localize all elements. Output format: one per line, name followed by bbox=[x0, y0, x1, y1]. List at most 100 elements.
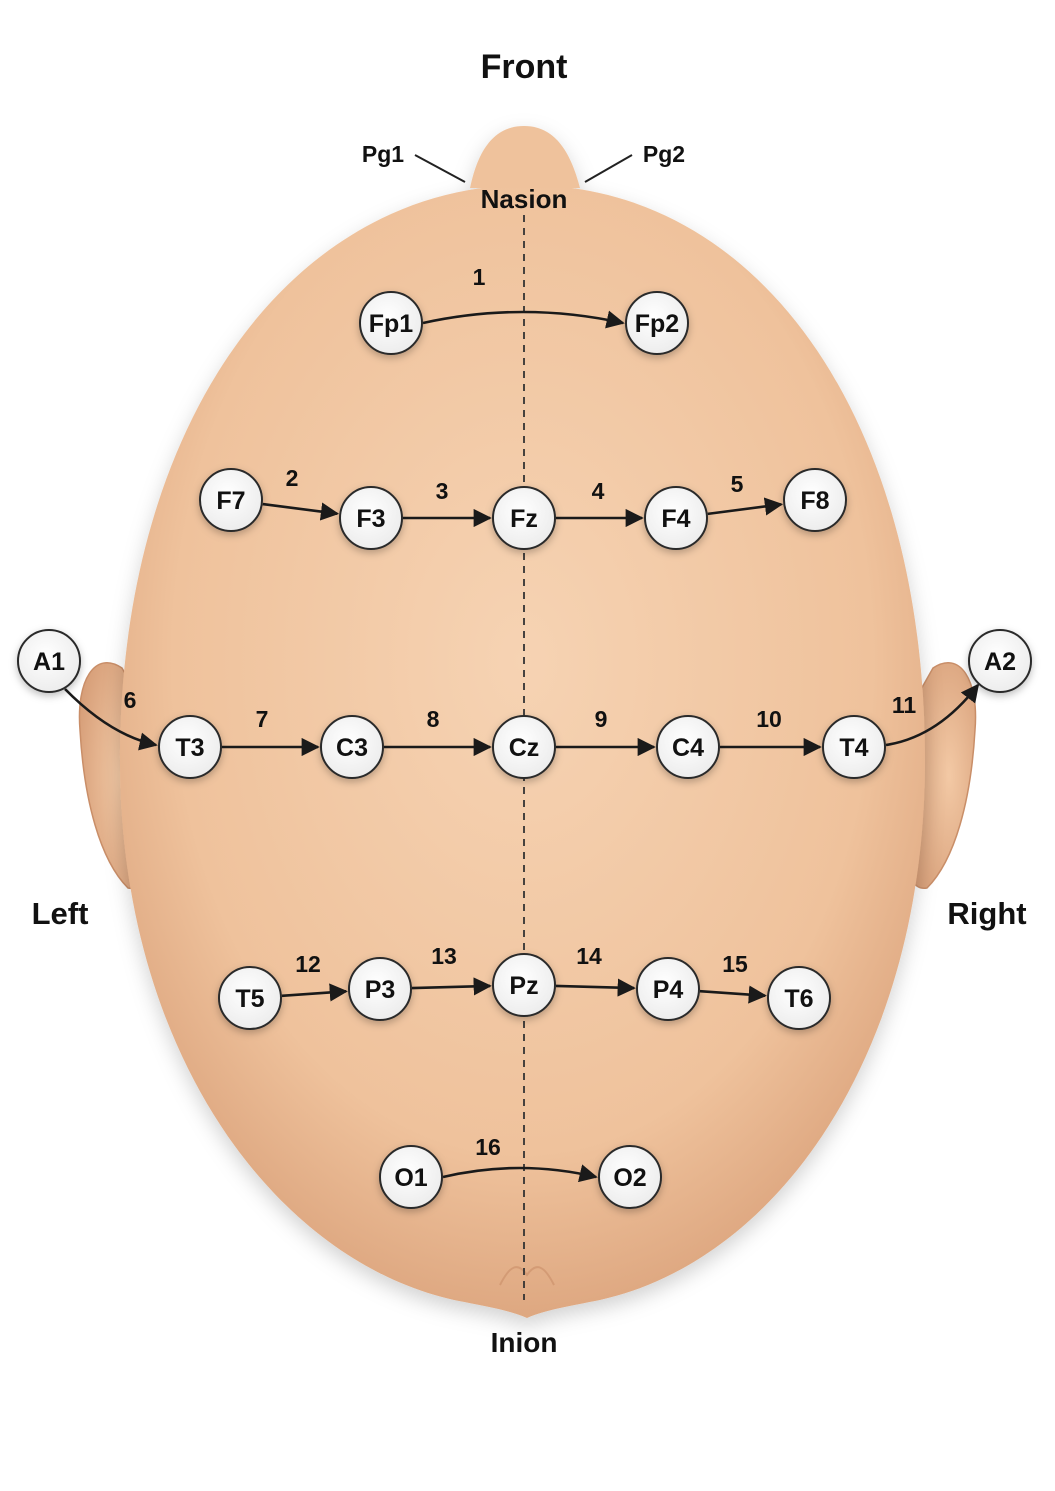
electrode-label: Fz bbox=[510, 505, 538, 533]
electrode-fp1[interactable]: Fp1 bbox=[359, 291, 423, 355]
electrode-label: A2 bbox=[984, 648, 1016, 676]
front-label: Front bbox=[481, 48, 568, 86]
electrode-label: Cz bbox=[509, 734, 540, 762]
electrode-circle bbox=[656, 715, 720, 779]
electrode-circle bbox=[636, 957, 700, 1021]
electrode-cz[interactable]: Cz bbox=[492, 715, 556, 779]
electrode-o1[interactable]: O1 bbox=[379, 1145, 443, 1209]
arrow-a1-t3 bbox=[64, 688, 158, 751]
electrode-p4[interactable]: P4 bbox=[636, 957, 700, 1021]
left-label: Left bbox=[32, 896, 89, 931]
electrode-circle bbox=[320, 715, 384, 779]
electrode-label: P3 bbox=[365, 976, 396, 1004]
electrode-t3[interactable]: T3 bbox=[158, 715, 222, 779]
electrode-a2[interactable]: A2 bbox=[968, 629, 1032, 693]
electrode-pz[interactable]: Pz bbox=[492, 953, 556, 1017]
electrode-label: T6 bbox=[784, 985, 813, 1013]
electrode-circle bbox=[379, 1145, 443, 1209]
electrode-f4[interactable]: F4 bbox=[644, 486, 708, 550]
electrode-circle bbox=[199, 468, 263, 532]
connection-number-5: 5 bbox=[731, 471, 744, 497]
electrode-circle bbox=[598, 1145, 662, 1209]
electrode-t5[interactable]: T5 bbox=[218, 966, 282, 1030]
connection-number-8: 8 bbox=[427, 706, 440, 732]
connection-number-4: 4 bbox=[592, 478, 605, 504]
electrode-label: P4 bbox=[653, 976, 684, 1004]
electrode-circle bbox=[359, 291, 423, 355]
connection-number-12: 12 bbox=[295, 951, 321, 977]
electrode-circle bbox=[17, 629, 81, 693]
electrode-f3[interactable]: F3 bbox=[339, 486, 403, 550]
arrow-t5-p3 bbox=[281, 983, 348, 1002]
electrode-circle bbox=[644, 486, 708, 550]
pg2-leader bbox=[584, 154, 633, 183]
connection-number-9: 9 bbox=[595, 706, 608, 732]
electrode-label: Fp1 bbox=[369, 310, 414, 338]
connection-number-14: 14 bbox=[576, 943, 602, 969]
electrode-f8[interactable]: F8 bbox=[783, 468, 847, 532]
electrode-label: C3 bbox=[336, 734, 368, 762]
right-label: Right bbox=[947, 896, 1026, 931]
electrode-label: O1 bbox=[394, 1164, 427, 1192]
electrode-label: F4 bbox=[661, 505, 690, 533]
connection-number-10: 10 bbox=[756, 706, 782, 732]
electrode-circle bbox=[625, 291, 689, 355]
electrode-circle bbox=[968, 629, 1032, 693]
arrow-p4-t6 bbox=[699, 985, 767, 1004]
connection-number-3: 3 bbox=[436, 478, 449, 504]
connection-number-1: 1 bbox=[473, 264, 486, 290]
electrode-label: Pz bbox=[509, 972, 538, 1000]
electrode-circle bbox=[158, 715, 222, 779]
electrode-o2[interactable]: O2 bbox=[598, 1145, 662, 1209]
pg2-label: Pg2 bbox=[643, 141, 685, 167]
electrode-label: F7 bbox=[216, 487, 245, 515]
electrode-c3[interactable]: C3 bbox=[320, 715, 384, 779]
connection-number-11: 11 bbox=[892, 692, 917, 718]
electrode-c4[interactable]: C4 bbox=[656, 715, 720, 779]
electrode-circle bbox=[822, 715, 886, 779]
arrow-pz-p4 bbox=[555, 978, 636, 997]
electrode-circle bbox=[783, 468, 847, 532]
electrode-label: A1 bbox=[33, 648, 65, 676]
arrow-f4-f8 bbox=[707, 497, 784, 516]
inion-label: Inion bbox=[491, 1327, 558, 1358]
arrow-t4-a2 bbox=[885, 683, 980, 747]
electrode-label: F8 bbox=[800, 487, 829, 515]
electrode-circle bbox=[492, 486, 556, 550]
connection-number-6: 6 bbox=[124, 687, 137, 713]
electrode-f7[interactable]: F7 bbox=[199, 468, 263, 532]
electrode-label: T4 bbox=[839, 734, 868, 762]
electrode-p3[interactable]: P3 bbox=[348, 957, 412, 1021]
electrode-label: T3 bbox=[175, 734, 204, 762]
nose bbox=[470, 126, 580, 188]
electrode-circle bbox=[218, 966, 282, 1030]
pg1-label: Pg1 bbox=[362, 141, 404, 167]
electrode-circle bbox=[767, 966, 831, 1030]
arrow-fp1-fp2 bbox=[422, 310, 625, 329]
electrode-t6[interactable]: T6 bbox=[767, 966, 831, 1030]
arrow-o1-o2 bbox=[442, 1164, 598, 1183]
electrode-circle bbox=[492, 715, 556, 779]
electrode-circle bbox=[339, 486, 403, 550]
nasion-label: Nasion bbox=[481, 184, 568, 214]
electrode-a1[interactable]: A1 bbox=[17, 629, 81, 693]
electrode-label: T5 bbox=[235, 985, 264, 1013]
electrode-circle bbox=[492, 953, 556, 1017]
electrode-label: C4 bbox=[672, 734, 704, 762]
connection-number-15: 15 bbox=[722, 951, 748, 977]
connection-number-16: 16 bbox=[475, 1134, 501, 1160]
electrode-label: Fp2 bbox=[635, 310, 679, 338]
arrow-f7-f3 bbox=[262, 502, 340, 521]
electrode-fp2[interactable]: Fp2 bbox=[625, 291, 689, 355]
electrode-fz[interactable]: Fz bbox=[492, 486, 556, 550]
electrode-t4[interactable]: T4 bbox=[822, 715, 886, 779]
connection-number-7: 7 bbox=[256, 706, 269, 732]
connection-number-2: 2 bbox=[286, 465, 299, 491]
electrode-circle bbox=[348, 957, 412, 1021]
arrow-p3-pz bbox=[411, 977, 492, 996]
connection-number-13: 13 bbox=[431, 943, 457, 969]
electrode-label: F3 bbox=[356, 505, 385, 533]
